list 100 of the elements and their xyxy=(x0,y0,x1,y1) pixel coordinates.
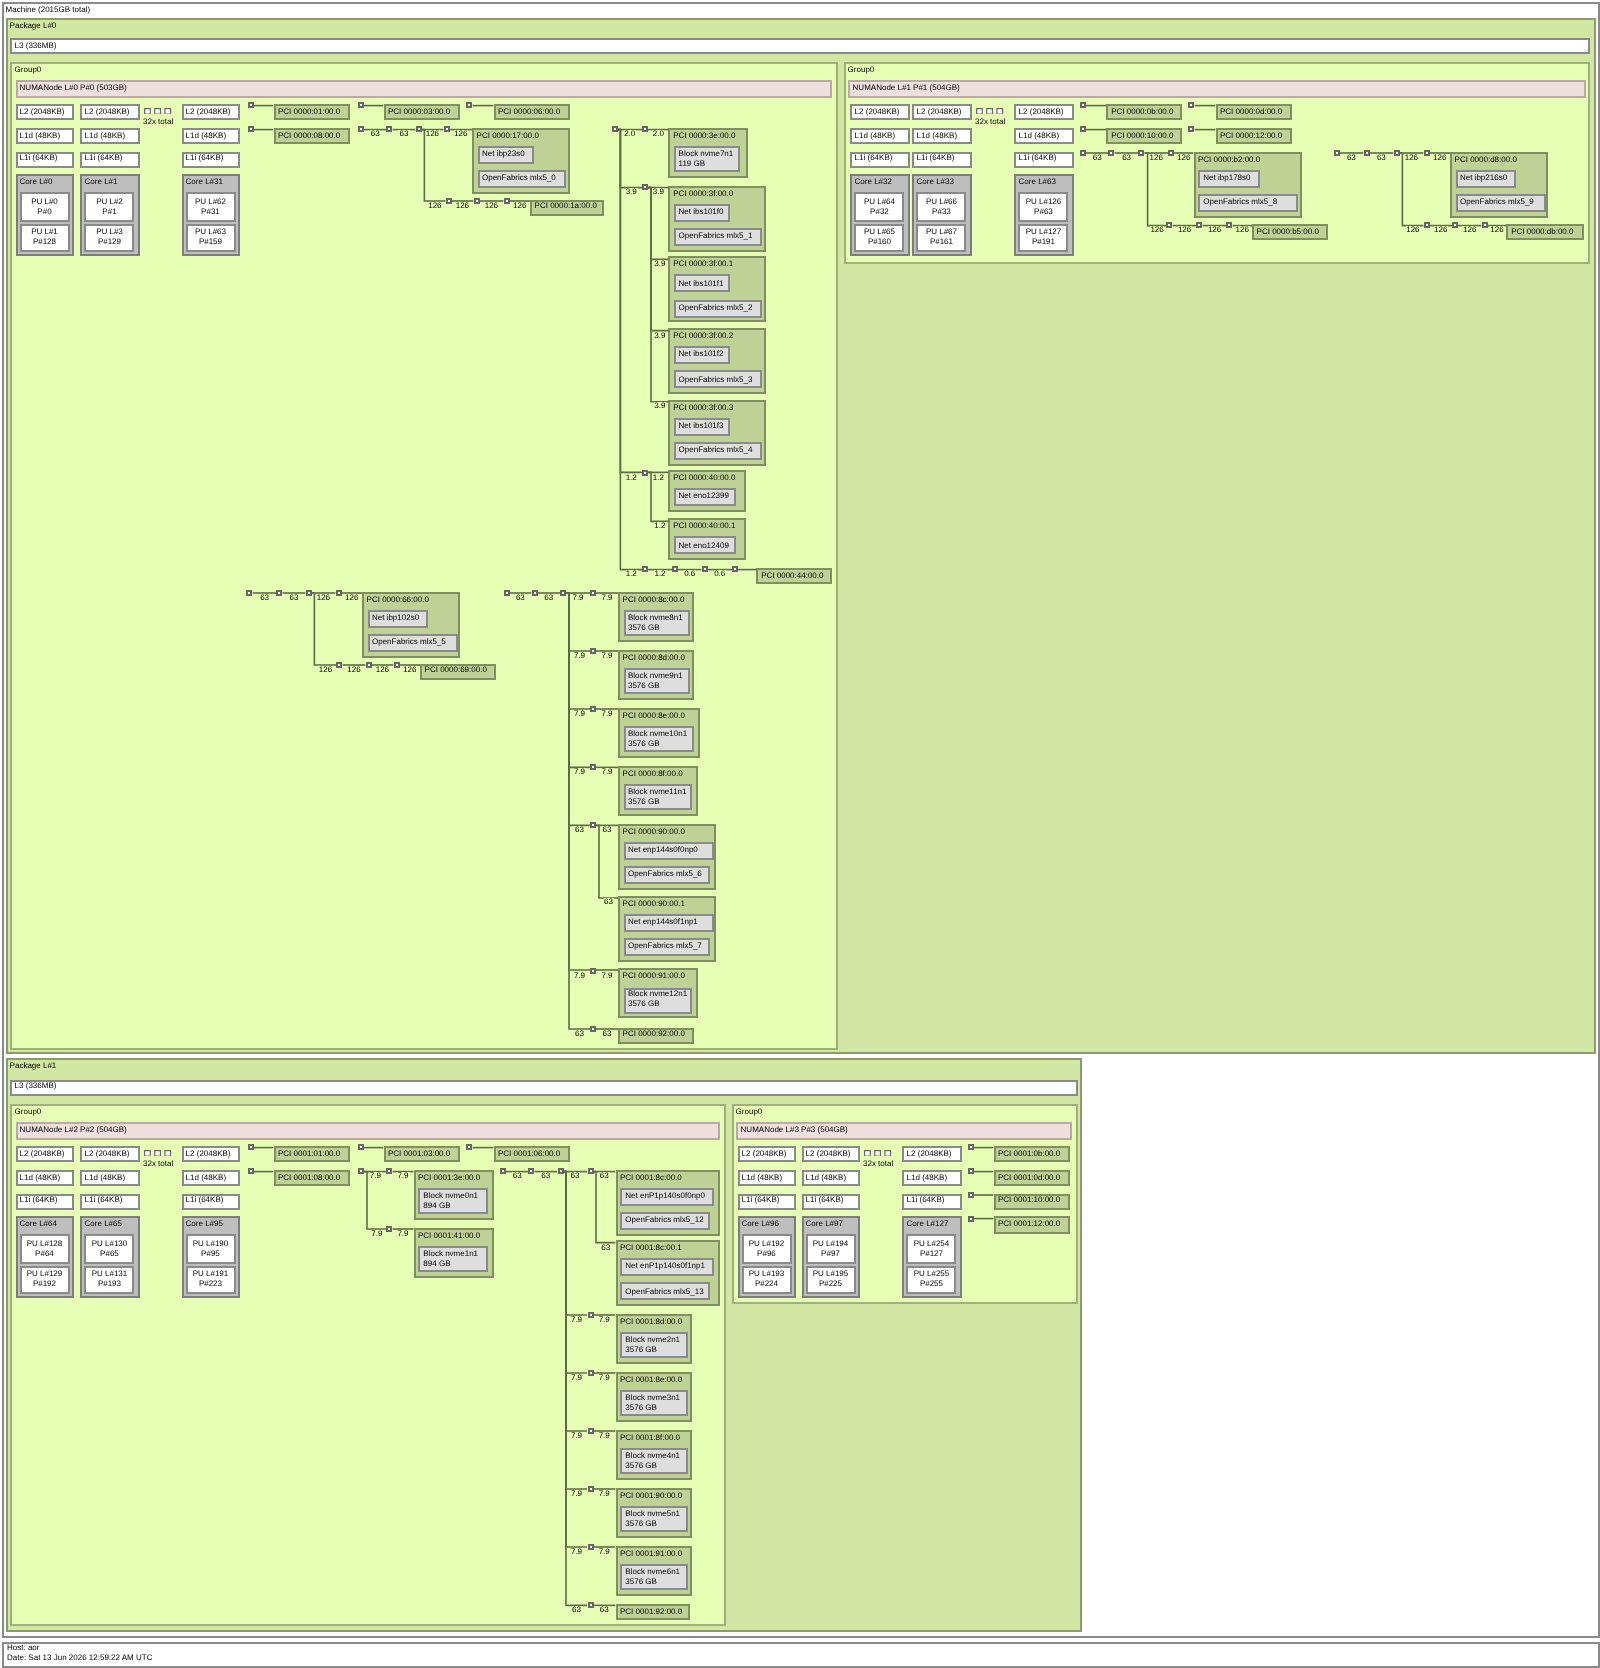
connector-line xyxy=(253,1146,275,1149)
connector-line xyxy=(647,568,673,571)
connector-line xyxy=(1457,224,1483,227)
connector-line xyxy=(592,1430,617,1432)
pci-device-panel xyxy=(618,968,697,1018)
connector-line xyxy=(647,186,670,403)
core-panel xyxy=(850,174,909,257)
junction-square xyxy=(386,1168,393,1175)
junction-square xyxy=(587,1486,593,1492)
connector-line xyxy=(391,1228,415,1230)
pci-device-panel xyxy=(668,256,767,323)
junction-square xyxy=(1333,150,1340,156)
core-panel xyxy=(181,1216,240,1299)
connector-line xyxy=(253,1170,275,1173)
connector-line xyxy=(1428,224,1453,227)
connector-line xyxy=(533,1170,558,1173)
connector-line xyxy=(737,568,758,571)
connector-line xyxy=(647,471,670,523)
pci-device-panel xyxy=(668,399,767,466)
junction-square xyxy=(386,126,393,133)
core-panel xyxy=(15,1216,74,1299)
pci-device-panel xyxy=(615,1487,693,1537)
connector-line xyxy=(706,568,733,571)
pci-device-panel xyxy=(413,1169,494,1220)
connector-line xyxy=(253,104,275,107)
connector-line xyxy=(1171,224,1198,227)
junction-square xyxy=(445,198,452,204)
junction-square xyxy=(466,102,473,109)
pci-device-panel xyxy=(413,1227,494,1277)
connector-line xyxy=(1143,152,1169,154)
junction-square xyxy=(968,1192,974,1198)
core-panel xyxy=(181,174,240,257)
junction-square xyxy=(968,1144,974,1151)
junction-square xyxy=(1452,222,1458,229)
connector-line xyxy=(420,128,447,202)
connector-line xyxy=(398,664,421,666)
connector-line xyxy=(677,568,703,571)
connector-line xyxy=(592,1372,617,1374)
package-panel xyxy=(5,1058,1082,1632)
junction-square xyxy=(587,1168,593,1175)
junction-square xyxy=(415,126,422,133)
connector-line xyxy=(1173,152,1195,154)
junction-square xyxy=(393,662,400,668)
junction-square xyxy=(1481,222,1488,229)
junction-square xyxy=(248,1144,254,1151)
connector-line xyxy=(363,104,385,107)
connector-line xyxy=(363,1170,388,1173)
pci-device-panel xyxy=(668,185,767,252)
connector-line xyxy=(310,592,338,666)
junction-square xyxy=(358,126,364,133)
connector-line xyxy=(363,1170,388,1230)
connector-line xyxy=(471,1146,495,1149)
connector-line xyxy=(595,824,619,827)
connector-line xyxy=(363,128,388,131)
junction-square xyxy=(248,1168,254,1175)
connector-line xyxy=(391,128,417,131)
group-panel xyxy=(843,61,1590,263)
connector-line xyxy=(592,1170,617,1173)
connector-line xyxy=(1193,104,1217,107)
connector-line xyxy=(973,1194,995,1196)
junction-square xyxy=(1080,126,1086,133)
connector-line xyxy=(595,824,619,899)
junction-square xyxy=(732,566,738,573)
core-panel xyxy=(1014,174,1073,257)
junction-square xyxy=(968,1168,974,1175)
connector-line xyxy=(1398,152,1425,154)
connector-line xyxy=(391,1170,415,1173)
group-panel xyxy=(10,61,837,1050)
junction-square xyxy=(358,1168,364,1175)
junction-square xyxy=(590,590,596,596)
pci-device-panel xyxy=(618,707,700,757)
connector-line xyxy=(1231,224,1253,227)
connector-line xyxy=(420,128,445,131)
connector-line xyxy=(1143,152,1168,227)
connector-line xyxy=(1085,152,1110,154)
junction-square xyxy=(531,590,538,596)
junction-square xyxy=(276,590,283,596)
connector-line xyxy=(1193,128,1217,131)
connector-line xyxy=(595,592,619,594)
core-panel xyxy=(912,174,971,257)
connector-line xyxy=(471,104,495,107)
junction-square xyxy=(336,662,343,668)
group-panel xyxy=(10,1103,725,1626)
connector-line xyxy=(973,1170,995,1173)
connector-line xyxy=(592,1546,617,1548)
pci-device-panel xyxy=(618,823,717,890)
junction-square xyxy=(1226,222,1233,229)
connector-line xyxy=(508,592,533,594)
connector-line xyxy=(592,1604,617,1607)
core-panel xyxy=(801,1216,860,1299)
connector-line xyxy=(253,128,275,131)
junction-square xyxy=(587,1544,593,1550)
connector-line xyxy=(448,128,473,131)
junction-square xyxy=(587,1312,593,1318)
junction-square xyxy=(968,1215,974,1222)
connector-line xyxy=(1201,224,1228,227)
connector-line xyxy=(1368,152,1395,154)
connector-line xyxy=(595,969,619,971)
pci-device-panel xyxy=(615,1313,693,1363)
pci-device-panel xyxy=(1193,151,1302,217)
